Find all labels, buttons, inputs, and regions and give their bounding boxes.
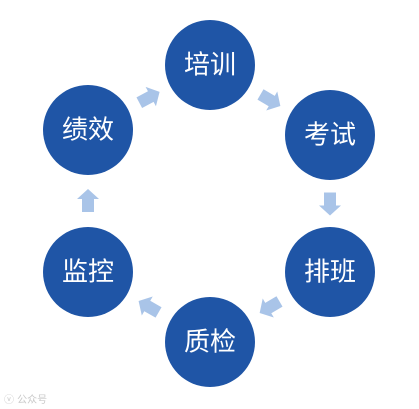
node-scheduling: 排班	[285, 227, 375, 317]
node-training-circle	[165, 20, 255, 110]
node-exam-label: 考试	[304, 121, 356, 151]
node-quality-check-circle	[165, 297, 255, 387]
node-quality-check-label: 质检	[184, 328, 236, 358]
node-performance-circle	[43, 85, 133, 175]
arrow-scheduling-to-quality-check	[259, 296, 283, 318]
arrows-layer	[77, 86, 341, 318]
arrow-performance-to-training	[136, 86, 160, 108]
watermark: ⓥ 公众号	[4, 391, 47, 406]
node-exam-circle	[285, 90, 375, 180]
node-monitoring: 监控	[43, 227, 133, 317]
node-monitoring-circle	[43, 227, 133, 317]
node-scheduling-label: 排班	[304, 258, 356, 288]
node-training: 培训	[165, 20, 255, 110]
arrow-training-to-exam	[257, 89, 281, 111]
node-performance-label: 绩效	[62, 116, 114, 146]
arrow-exam-to-scheduling	[319, 192, 341, 216]
node-scheduling-circle	[285, 227, 375, 317]
arrow-monitoring-to-performance	[77, 189, 99, 212]
node-performance: 绩效	[43, 85, 133, 175]
node-quality-check: 质检	[165, 297, 255, 387]
node-monitoring-label: 监控	[62, 258, 114, 288]
watermark-text: ⓥ 公众号	[4, 395, 48, 406]
arrow-quality-check-to-monitoring	[138, 296, 162, 318]
node-training-label: 培训	[184, 51, 236, 81]
node-exam: 考试	[285, 90, 375, 180]
